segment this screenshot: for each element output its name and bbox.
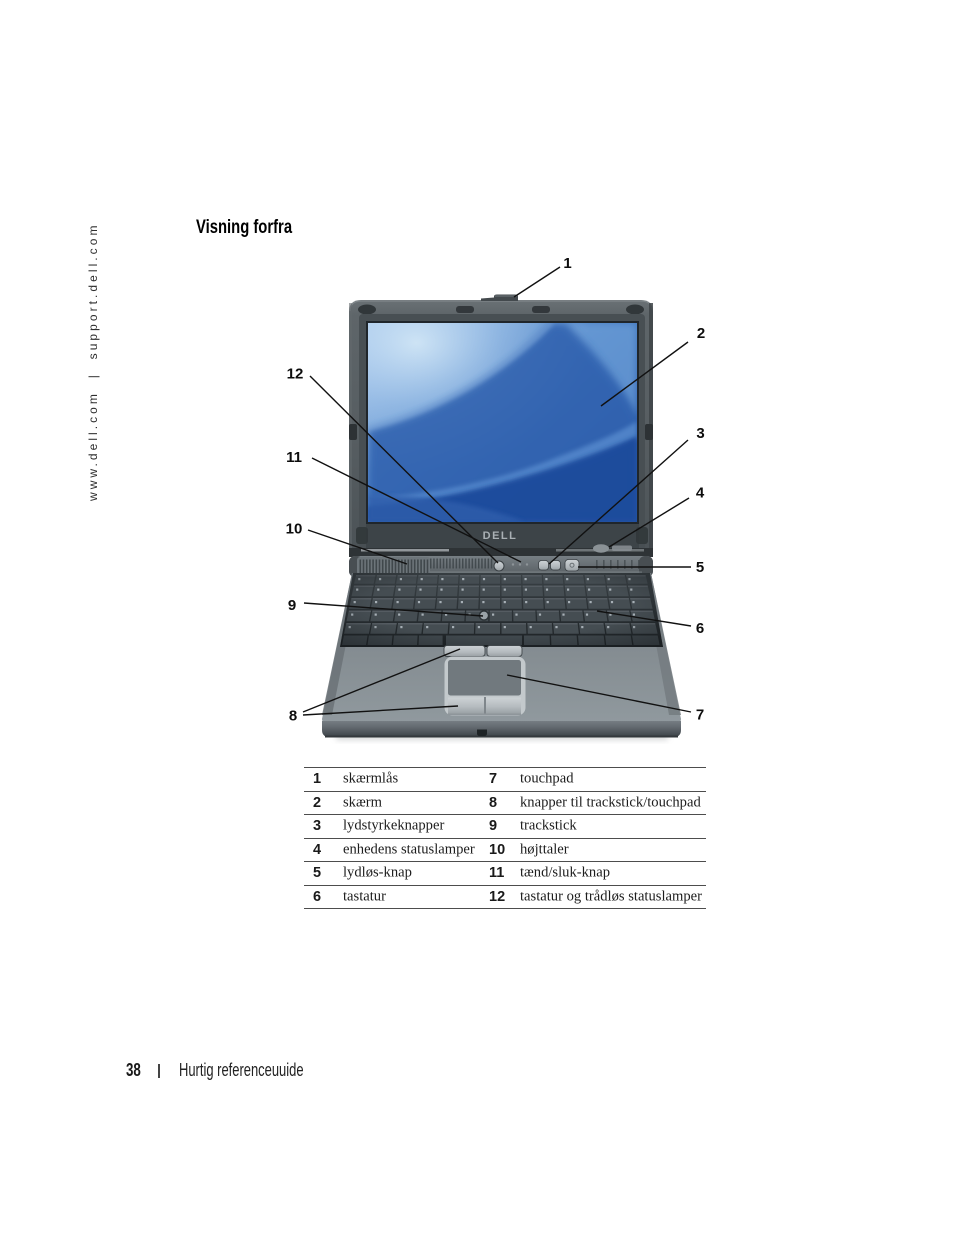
svg-text:6: 6 [696,620,704,637]
svg-text:5: 5 [696,559,704,576]
svg-text:7: 7 [696,707,704,724]
svg-text:12: 12 [287,366,304,383]
svg-text:4: 4 [696,485,705,502]
svg-text:11: 11 [286,449,302,466]
svg-text:DELL: DELL [483,530,518,542]
svg-text:8: 8 [289,708,297,725]
svg-text:10: 10 [286,521,303,538]
svg-text:3: 3 [696,425,704,442]
svg-text:9: 9 [288,597,296,614]
svg-text:2: 2 [697,325,705,342]
svg-text:1: 1 [563,255,571,272]
